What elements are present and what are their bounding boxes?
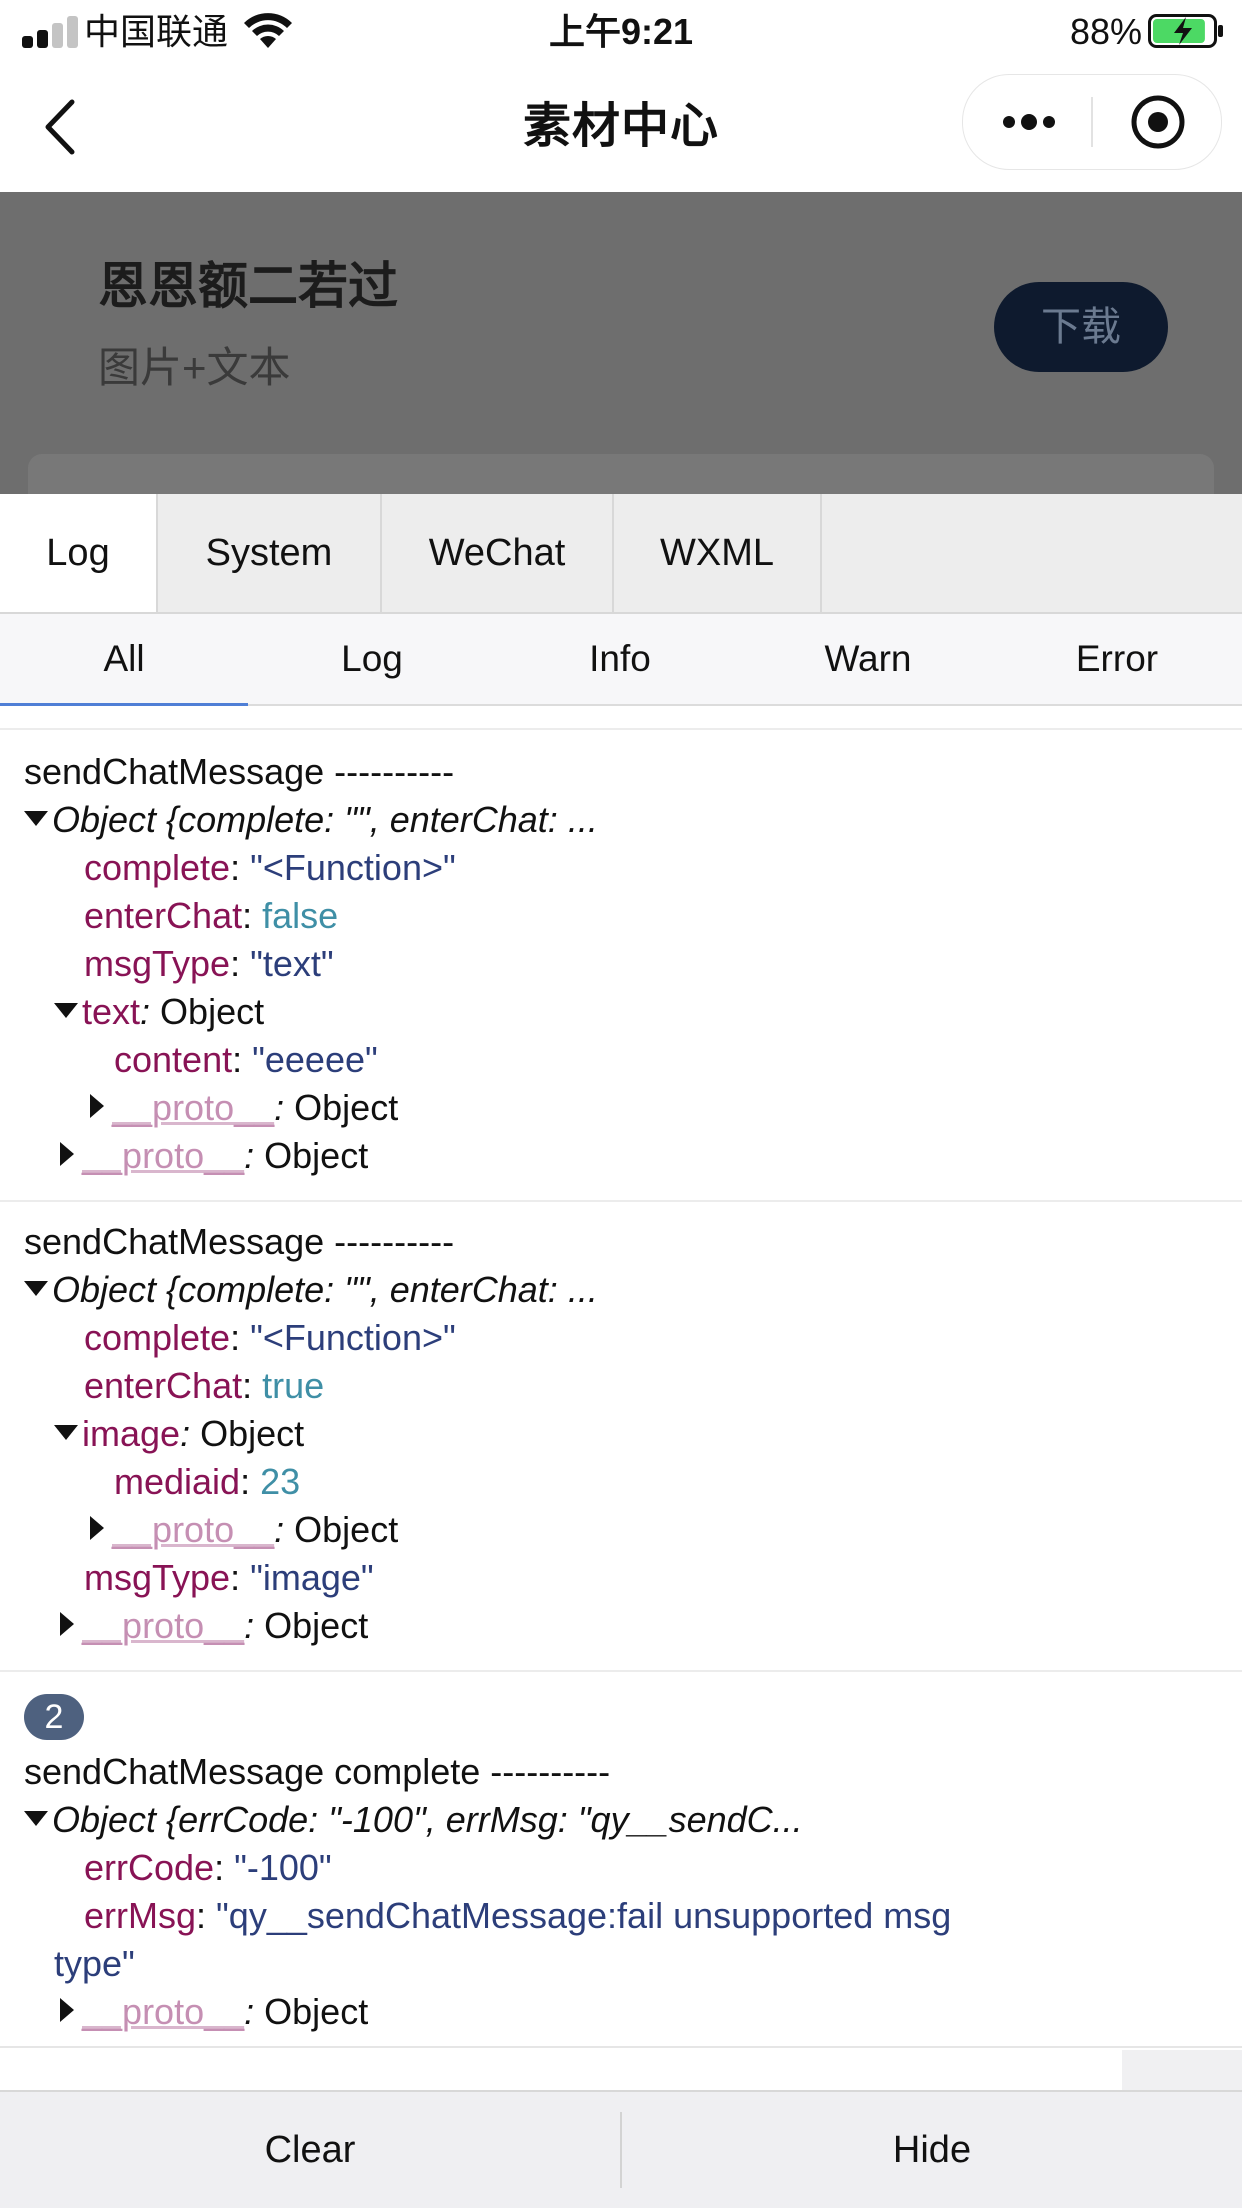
- scrollbar[interactable]: [1122, 2050, 1242, 2090]
- clear-button[interactable]: Clear: [264, 2129, 356, 2171]
- object-summary[interactable]: Object {errCode: "-100", errMsg: "qy__se…: [24, 1796, 803, 1844]
- object-property: msgType: "text": [84, 943, 334, 984]
- log-header: sendChatMessage ----------: [24, 751, 455, 792]
- object-property[interactable]: image: Object: [54, 1410, 304, 1458]
- mini-program-capsule: [962, 74, 1222, 170]
- capsule-divider: [1091, 97, 1093, 147]
- toolbar-divider: [620, 2112, 622, 2188]
- tab-wxml[interactable]: WXML: [614, 494, 822, 612]
- console-main-tabs: Log System WeChat WXML: [0, 494, 1242, 614]
- object-property: errCode: "-100": [84, 1847, 332, 1888]
- object-property[interactable]: __proto__: Object: [60, 1132, 368, 1180]
- log-filter-tabs: All Log Info Warn Error: [0, 614, 1242, 706]
- wifi-icon: [244, 13, 292, 48]
- log-entry: sendChatMessage ---------- Object {compl…: [0, 1200, 1242, 1670]
- caret-down-icon: [24, 811, 48, 826]
- object-property: mediaid: 23: [114, 1461, 301, 1502]
- object-summary[interactable]: Object {complete: "", enterChat: ...: [24, 1266, 598, 1314]
- carrier-name: 中国联通: [84, 11, 229, 52]
- more-dots-icon[interactable]: [999, 97, 1059, 147]
- page-title: 素材中心: [522, 100, 719, 153]
- navigation-bar: 素材中心: [0, 62, 1242, 192]
- object-property: enterChat: false: [84, 895, 339, 936]
- caret-down-icon: [24, 1281, 48, 1296]
- caret-down-icon: [54, 1003, 78, 1018]
- filter-info[interactable]: Info: [589, 638, 651, 679]
- tab-system[interactable]: System: [158, 494, 382, 612]
- battery-charging-icon: [1148, 14, 1223, 48]
- filter-all[interactable]: All: [0, 614, 248, 706]
- filter-warn[interactable]: Warn: [824, 638, 912, 679]
- object-property: complete: "<Function>": [84, 1317, 456, 1358]
- object-property: complete: "<Function>": [84, 847, 456, 888]
- list-end-divider: [0, 2046, 1242, 2048]
- object-property[interactable]: __proto__: Object: [90, 1506, 398, 1554]
- target-circle-icon[interactable]: [1129, 93, 1187, 151]
- material-type: 图片+文本: [98, 344, 291, 391]
- battery-percent: 88%: [1069, 11, 1142, 52]
- object-summary[interactable]: Object {complete: "", enterChat: ...: [24, 796, 598, 844]
- object-property: msgType: "image": [84, 1557, 374, 1598]
- caret-right-icon: [60, 1142, 74, 1166]
- tab-log[interactable]: Log: [0, 494, 158, 612]
- tab-wechat[interactable]: WeChat: [382, 494, 614, 612]
- clock-time: 上午9:21: [548, 11, 694, 52]
- log-entry: sendChatMessage ---------- Object {compl…: [0, 728, 1242, 1200]
- repeat-count-badge: 2: [24, 1692, 84, 1742]
- material-card: 恩恩额二若过 图片+文本 下载: [0, 192, 1242, 494]
- card-edge: [28, 454, 1214, 494]
- caret-right-icon: [90, 1516, 104, 1540]
- object-property: enterChat: true: [84, 1365, 325, 1406]
- download-button[interactable]: 下载: [994, 282, 1168, 372]
- object-property: errMsg: "qy__sendChatMessage:fail unsupp…: [84, 1895, 952, 1936]
- filter-log[interactable]: Log: [341, 638, 403, 679]
- caret-right-icon: [90, 1094, 104, 1118]
- log-header: sendChatMessage ----------: [24, 1221, 455, 1262]
- object-property[interactable]: __proto__: Object: [60, 1602, 368, 1650]
- object-property[interactable]: __proto__: Object: [60, 1988, 368, 2036]
- hide-button[interactable]: Hide: [892, 2129, 972, 2171]
- object-property-continued: type": [54, 1943, 135, 1984]
- object-property[interactable]: __proto__: Object: [90, 1084, 398, 1132]
- log-list: sendChatMessage ---------- Object {compl…: [0, 706, 1242, 2090]
- caret-right-icon: [60, 1998, 74, 2022]
- object-property[interactable]: text: Object: [54, 988, 264, 1036]
- signal-strength-icon: [22, 14, 78, 48]
- chevron-left-icon[interactable]: [30, 92, 90, 162]
- log-header: sendChatMessage complete ----------: [24, 1751, 611, 1792]
- log-entry: 2 sendChatMessage complete ---------- Ob…: [0, 1670, 1242, 2046]
- caret-down-icon: [54, 1425, 78, 1440]
- object-property: content: "eeeee": [114, 1039, 378, 1080]
- material-title: 恩恩额二若过: [98, 258, 398, 314]
- status-bar: 中国联通 上午9:21 88%: [0, 0, 1242, 62]
- caret-down-icon: [24, 1811, 48, 1826]
- filter-error[interactable]: Error: [1075, 638, 1159, 679]
- caret-right-icon: [60, 1612, 74, 1636]
- console-toolbar: Clear Hide: [0, 2090, 1242, 2208]
